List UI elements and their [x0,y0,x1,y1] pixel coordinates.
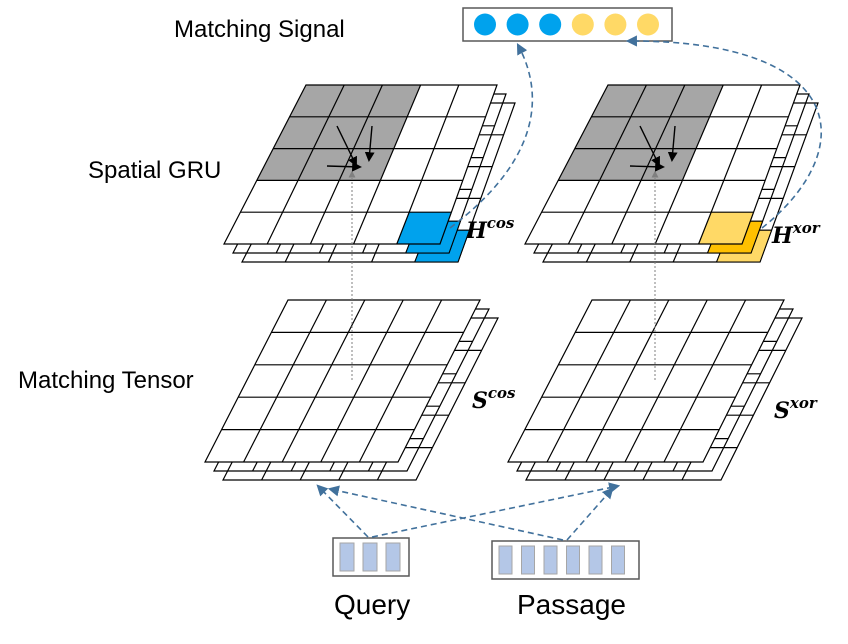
spatial-gru-label: Spatial GRU [88,157,221,184]
grid-cell [599,148,656,181]
h-cos-tensor [223,84,516,263]
query-label: Query [334,589,410,620]
grid-col-line [654,84,724,245]
signal-dot-blue [539,13,562,36]
grid-col-line [567,84,647,245]
grid-col-line [353,84,422,245]
passage-token [588,545,603,575]
grid-cell [574,116,631,149]
signal-dot-blue [474,13,496,36]
grid-col-line [243,299,327,463]
query-token [362,542,378,572]
matching-signal-vector [462,7,673,42]
grid-col-line [266,84,345,245]
grid-cell [368,85,421,117]
passage-to-sxor-arrow [566,487,614,541]
s-cos-label: Scos [472,384,516,414]
passage-vector [491,540,640,580]
query-to-sxor-arrow [371,482,621,538]
grid-cell [591,85,647,117]
grid-col-line [611,84,686,245]
s-xor-label: Sxor [774,394,818,424]
passage-token [566,545,580,575]
grid-outline [524,84,801,245]
grid-cell [655,116,710,149]
passage-to-scos-arrow [327,485,564,541]
signal-dot-blue [506,13,529,36]
h-cos-label: Hcos [465,214,515,244]
grid-col-line [358,299,443,463]
query-token [339,542,355,572]
grid-cell [298,148,354,181]
s-cos-tensor [204,299,499,481]
grid-outline [204,299,481,463]
passage-token [611,545,625,575]
grid-background [508,300,784,462]
grid-cell [256,148,314,181]
h-xor-label: Hxor [771,219,821,249]
grid-col-line [396,84,460,245]
grid-cell [328,85,383,117]
signal-dot-yellow [604,13,627,36]
signal-dot-yellow [637,13,659,36]
grid-col-line [663,299,747,463]
grid-cell [558,148,616,181]
grid-cell [396,212,452,244]
query-vector [332,537,410,577]
gru-recurrence-arrows-right [629,125,678,172]
s-xor-tensor [507,299,803,481]
grid-col-line [546,299,631,463]
gru-recurrence-arrows-left [326,125,375,172]
grid-cell [670,85,724,117]
grid-background [205,300,480,462]
grid-col-line [309,84,383,245]
h-xor-tensor-front-layer [524,84,801,245]
grid-cell [698,212,754,244]
passage-label: Passage [517,589,626,620]
hxor-to-signal-arrow [625,35,822,229]
matching-tensor-label: Matching Tensor [18,367,194,394]
matching-signal-label: Matching Signal [174,16,345,43]
grid-outline [223,84,498,245]
passage-token [498,545,513,575]
grid-cell [630,85,685,117]
grid-col-line [698,84,763,245]
grid-cell [353,116,408,149]
grid-cell [289,85,345,117]
passage-token [543,545,558,575]
s-cos-tensor-front-layer [204,299,481,463]
passage-token [521,545,535,575]
query-token [385,542,401,572]
grid-outline [507,299,785,463]
h-cos-tensor-front-layer [223,84,498,245]
grid-cell [273,116,329,149]
hcos-to-signal-arrow [449,43,534,229]
grid-col-line [624,299,708,463]
grid-col-line [320,299,404,463]
grid-col-line [281,299,366,463]
signal-dot-yellow [571,13,594,36]
query-to-scos-arrow [316,484,369,538]
